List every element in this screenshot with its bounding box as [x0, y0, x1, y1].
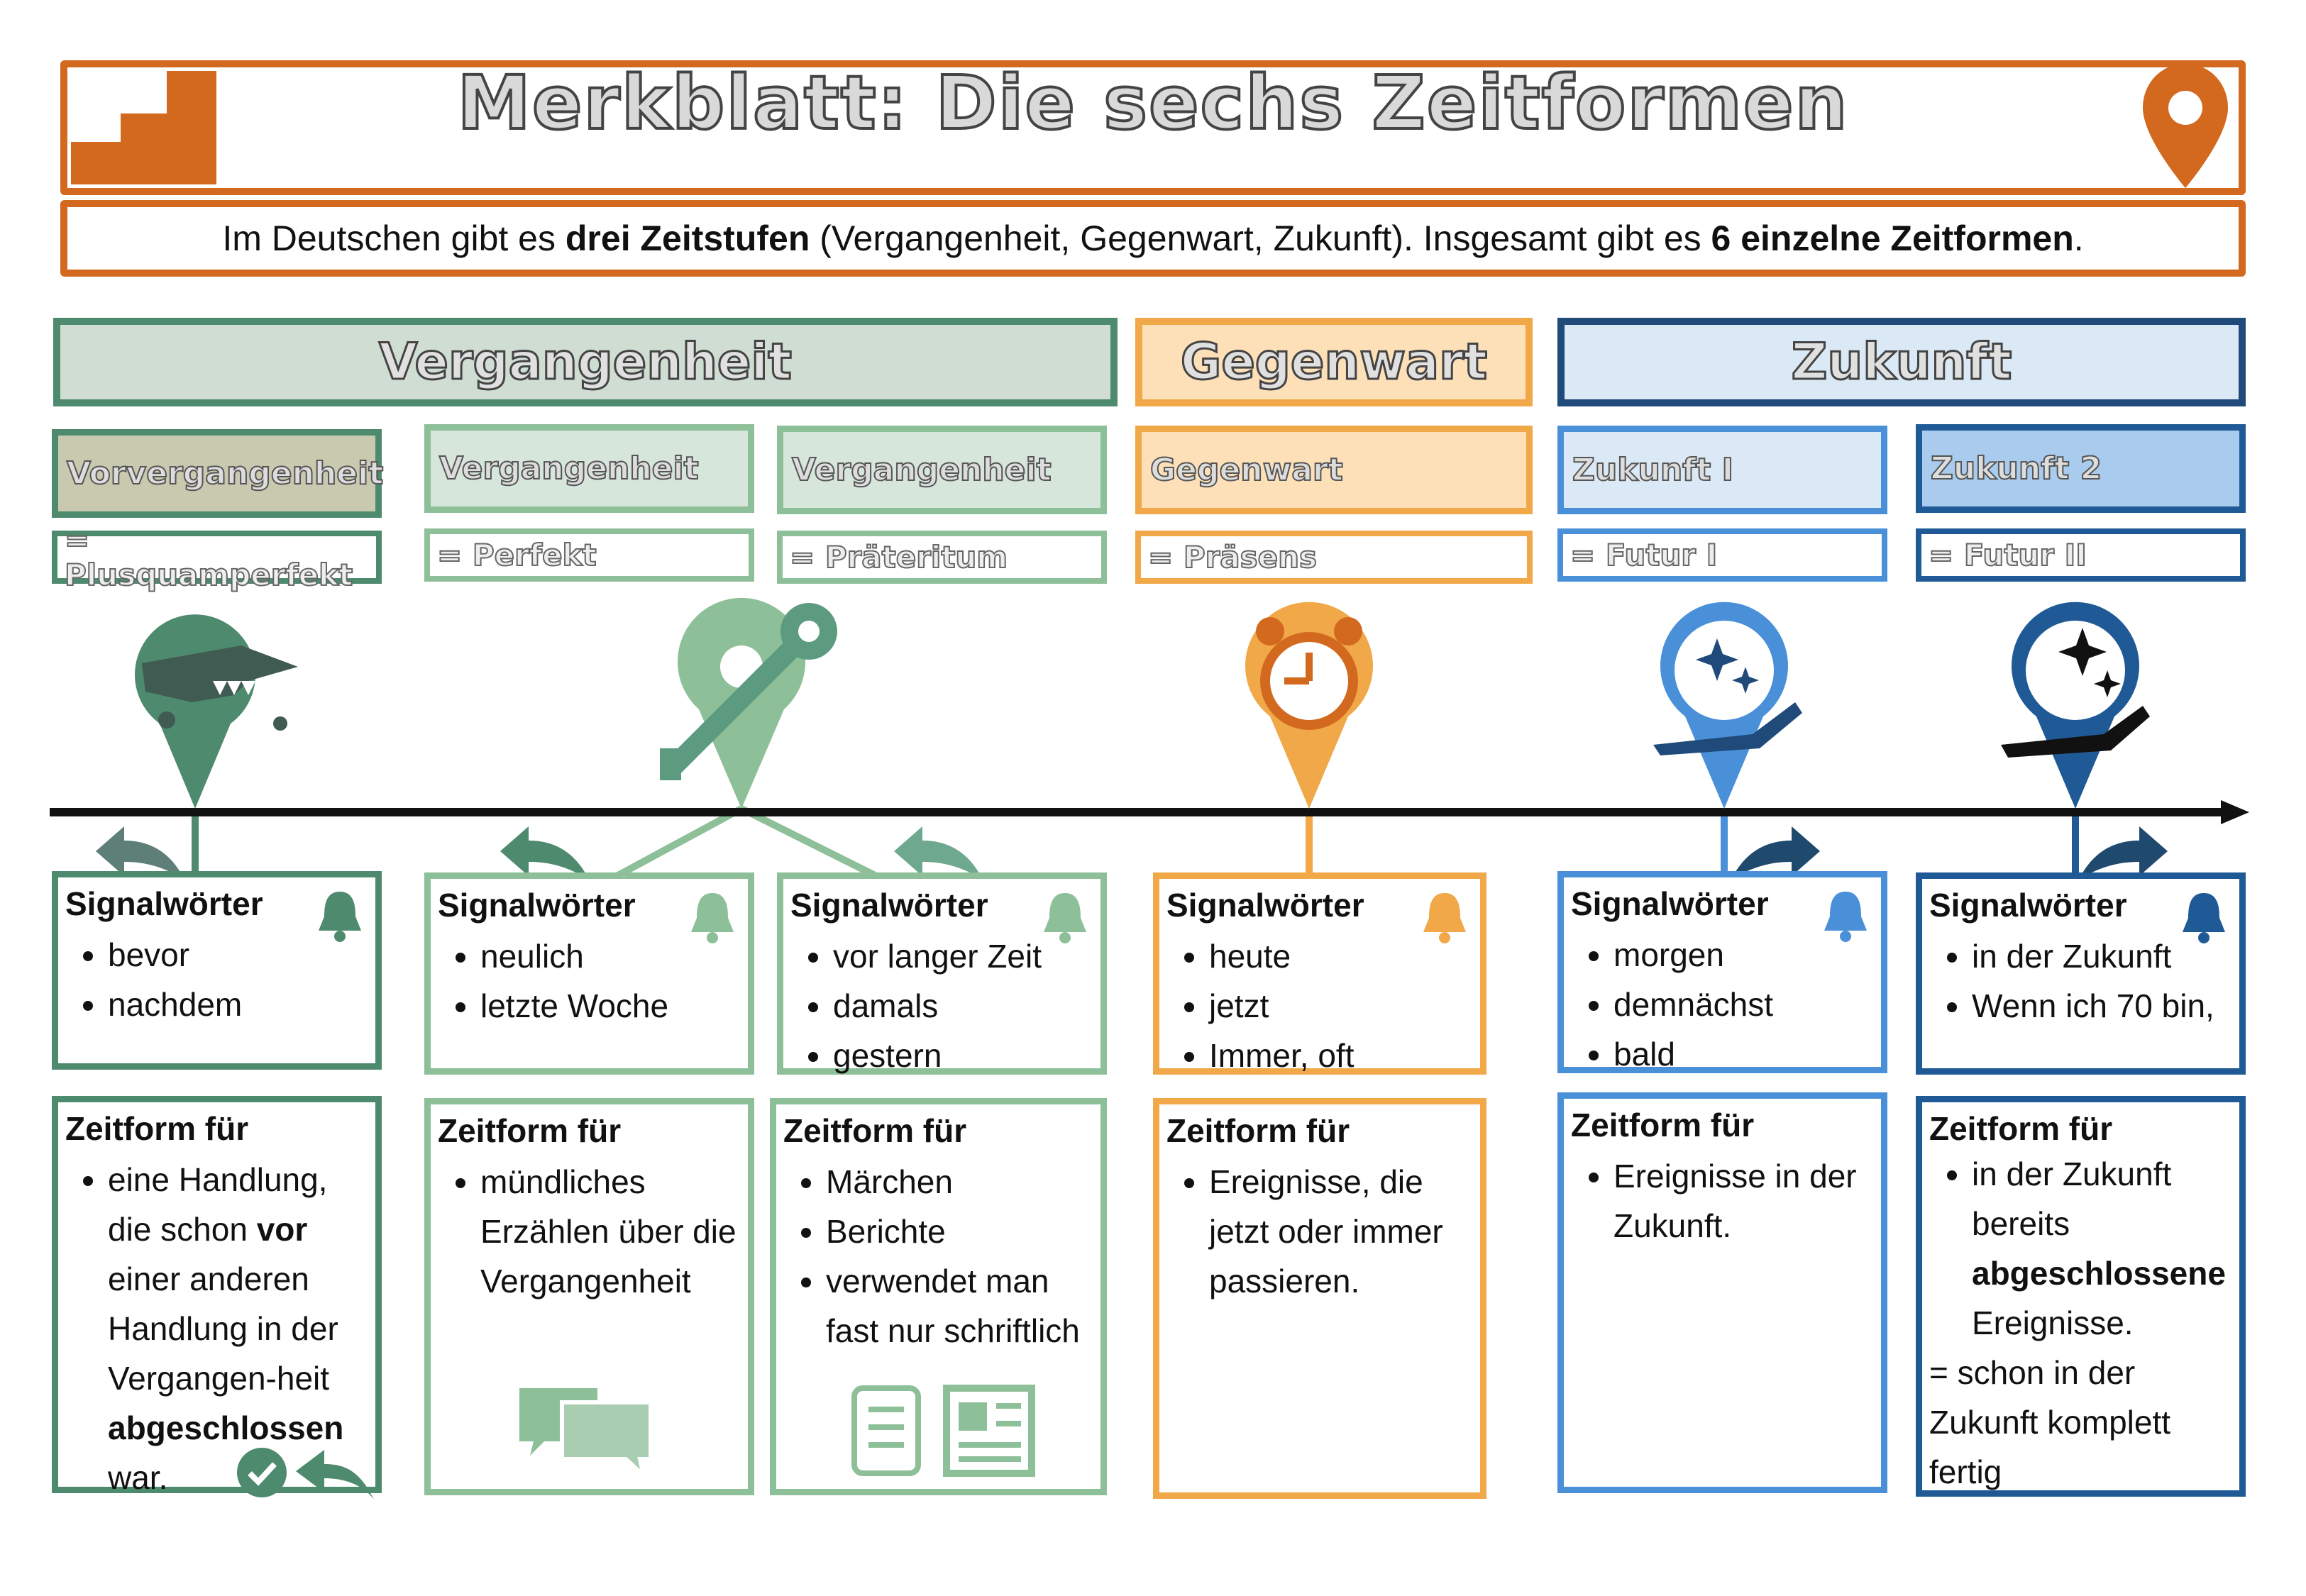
signal-word: bevor [108, 930, 375, 980]
signal-heading: Signalwörter [1166, 887, 1364, 924]
tense-name: Zukunft 2 [1916, 424, 2246, 513]
signal-card: Signalwörter in der Zukunft Wenn ich 70 … [1916, 872, 2246, 1075]
group-future: Zukunft [1557, 318, 2246, 406]
usage-heading: Zeitform für [1929, 1110, 2113, 1147]
signal-word: nachdem [108, 980, 375, 1029]
bell-icon [319, 892, 361, 942]
map-pin-icon [2143, 64, 2228, 192]
signal-card: Signalwörter morgen demnächst bald [1557, 871, 1887, 1073]
usage-text: Ereignisse, die jetzt oder immer passier… [1209, 1157, 1480, 1306]
usage-text: in der Zukunft bereits abgeschlossene Er… [1972, 1149, 2239, 1348]
usage-text: Märchen [826, 1157, 1100, 1207]
signal-word: heute [1209, 931, 1480, 981]
alarm-clock-icon [1245, 602, 1373, 809]
usage-text: eine Handlung, die schon vor einer ander… [108, 1155, 375, 1502]
signal-word: gestern [833, 1031, 1100, 1080]
crystal-ball-icon [2001, 602, 2150, 809]
tense-term: = Futur II [1916, 528, 2246, 582]
signal-word: Immer, oft [1209, 1031, 1480, 1080]
signal-heading: Signalwörter [790, 887, 988, 924]
usage-heading: Zeitform für [783, 1112, 967, 1149]
signal-word: damals [833, 981, 1100, 1031]
usage-card: Zeitform für eine Handlung, die schon vo… [52, 1096, 382, 1500]
signal-card: Signalwörter heute jetzt Immer, oft [1153, 872, 1486, 1075]
usage-heading: Zeitform für [438, 1112, 622, 1149]
usage-note: = schon in der Zukunft komplett fertig [1929, 1354, 2171, 1490]
signal-card: Signalwörter bevor nachdem [52, 871, 382, 1070]
speech-bubbles-icon [519, 1388, 653, 1477]
check-icon [237, 1448, 287, 1497]
bell-icon [1824, 892, 1867, 942]
usage-text: verwendet man fast nur schriftlich [826, 1256, 1100, 1356]
tense-term: = Perfekt [424, 528, 754, 582]
title-frame [60, 60, 2246, 195]
tense-term: = Präsens [1135, 531, 1533, 584]
usage-text: Berichte [826, 1207, 1100, 1256]
signal-word: letzte Woche [480, 981, 748, 1031]
signal-word: jetzt [1209, 981, 1480, 1031]
signal-card: Signalwörter vor langer Zeit damals gest… [777, 872, 1107, 1075]
signal-word: vor langer Zeit [833, 931, 1100, 981]
crystal-ball-icon [1653, 602, 1802, 809]
group-past: Vergangenheit [53, 318, 1118, 406]
tense-term: = Futur I [1557, 528, 1887, 582]
tense-term: = Plusquamperfekt [52, 522, 382, 593]
usage-card: Zeitform für in der Zukunft bereits abge… [1916, 1096, 2246, 1497]
bell-icon [2183, 893, 2225, 943]
usage-card: Zeitform für Ereignisse, die jetzt oder … [1153, 1098, 1486, 1499]
newspaper-icon [943, 1385, 1035, 1477]
usage-text: mündliches Erzählen über die Vergangenhe… [480, 1157, 748, 1306]
bell-icon [691, 893, 734, 943]
intro-text: Im Deutschen gibt es drei Zeitstufen (Ve… [222, 218, 2084, 258]
usage-heading: Zeitform für [1166, 1112, 1350, 1149]
timeline [50, 597, 2249, 883]
page-title: Merkblatt: Die sechs Zeitformen [456, 58, 1849, 148]
scroll-icon [851, 1385, 921, 1476]
group-present: Gegenwart [1135, 318, 1533, 406]
signal-heading: Signalwörter [1571, 885, 1769, 922]
signal-heading: Signalwörter [1929, 887, 2127, 924]
usage-text: Ereignisse in der Zukunft. [1613, 1151, 1881, 1251]
tense-term: = Präteritum [777, 531, 1107, 584]
tense-name: Vergangenheit [424, 424, 754, 513]
dinosaur-icon [135, 614, 298, 809]
usage-card: Zeitform für Ereignisse in der Zukunft. [1557, 1092, 1887, 1493]
signal-word: neulich [480, 931, 748, 981]
tense-name: Vergangenheit [777, 426, 1107, 514]
bell-icon [1423, 893, 1466, 943]
signal-word: in der Zukunft [1972, 931, 2239, 981]
key-icon [660, 597, 837, 809]
usage-heading: Zeitform für [65, 1110, 249, 1147]
signal-word: Wenn ich 70 bin, [1972, 981, 2239, 1031]
tense-name: Zukunft I [1557, 426, 1887, 514]
back-arrow-icon [296, 1450, 374, 1500]
signal-word: morgen [1613, 930, 1881, 980]
signal-card: Signalwörter neulich letzte Woche [424, 872, 754, 1075]
tense-name: Vorvergangenheit [52, 429, 384, 518]
signal-heading: Signalwörter [438, 887, 636, 924]
stairs-icon [71, 71, 216, 184]
usage-card: Zeitform für Märchen Berichte verwendet … [770, 1098, 1107, 1495]
usage-card: Zeitform für mündliches Erzählen über di… [424, 1098, 754, 1495]
intro-frame [60, 200, 2246, 277]
tense-name: Gegenwart [1135, 426, 1533, 514]
signal-word: demnächst [1613, 980, 1881, 1029]
bell-icon [1044, 893, 1086, 943]
usage-heading: Zeitform für [1571, 1107, 1755, 1143]
signal-word: bald [1613, 1029, 1881, 1079]
signal-heading: Signalwörter [65, 885, 263, 922]
